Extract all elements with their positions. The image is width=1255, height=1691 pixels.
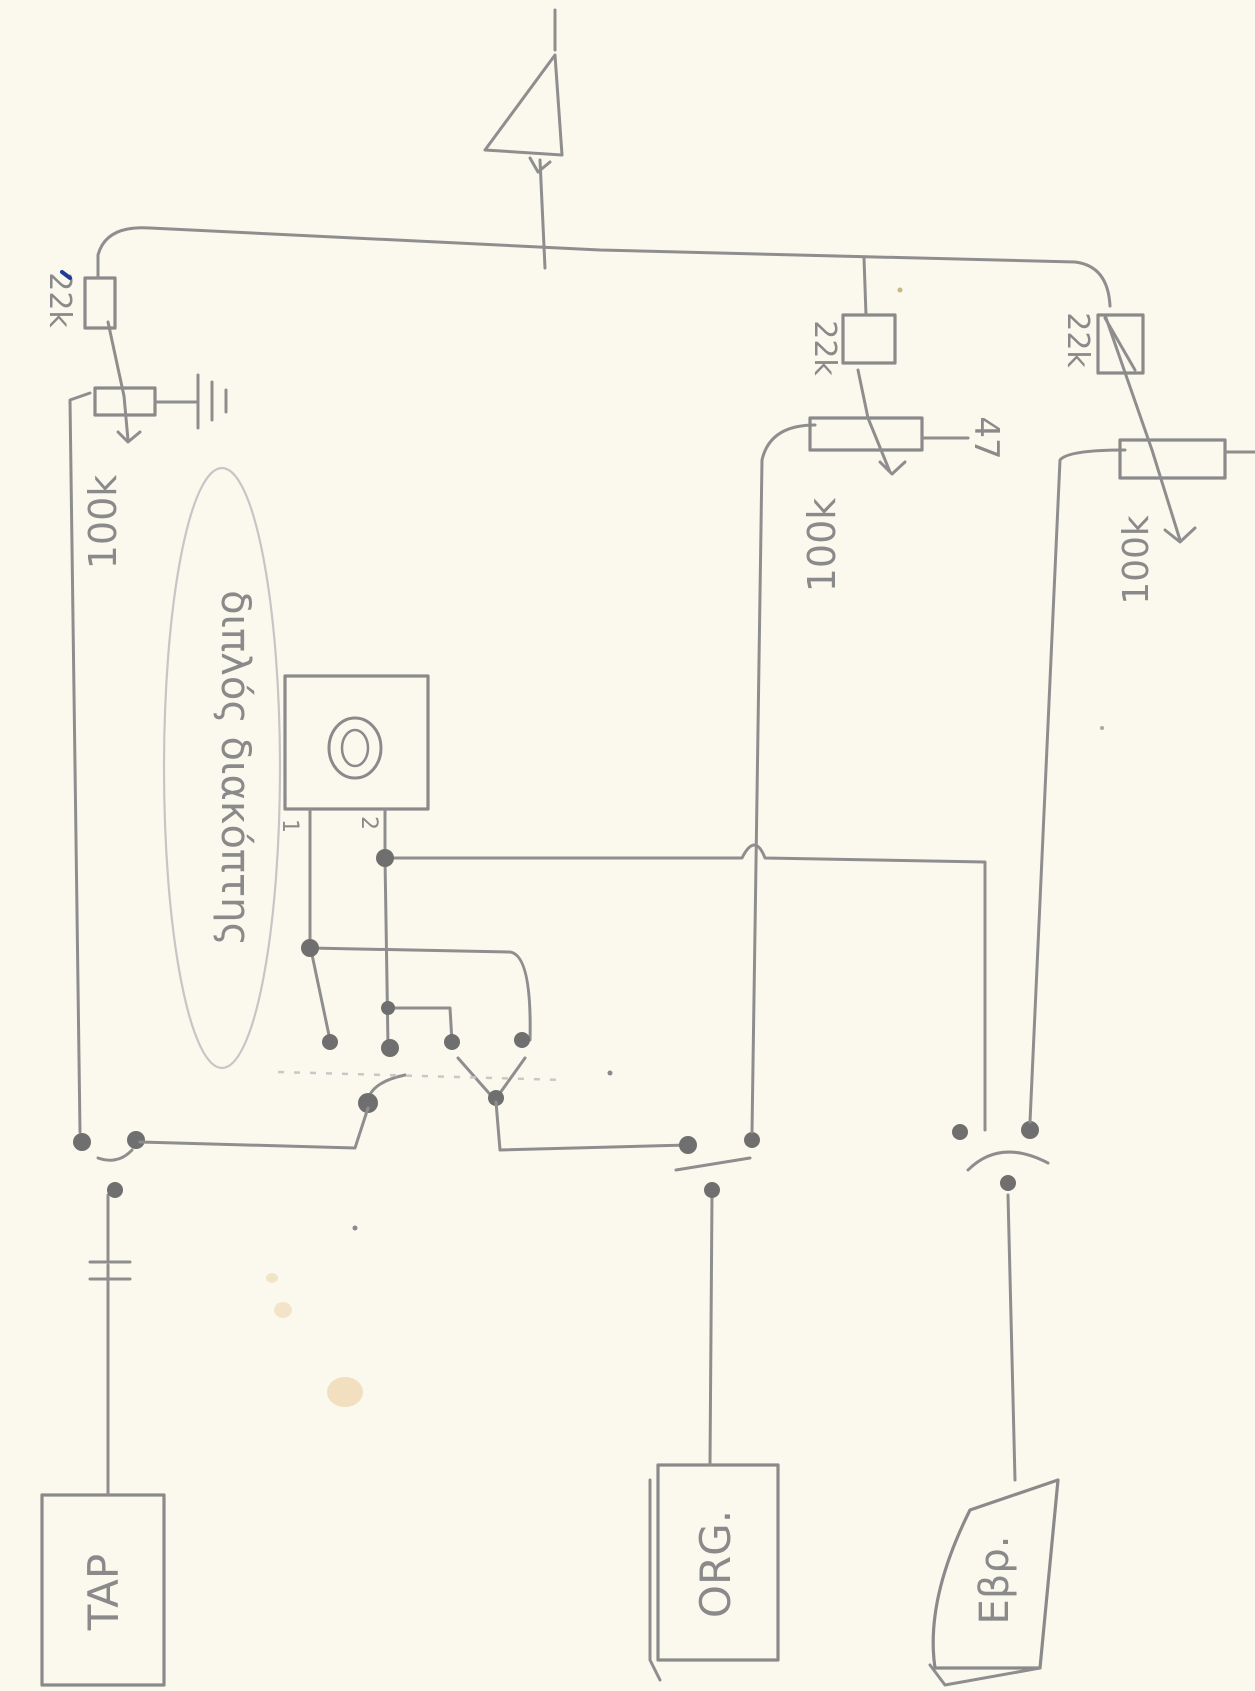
org-label: ORG. [691,1510,740,1618]
tap-switch-blade [96,1148,134,1162]
selector-pin-2: 2 [356,816,381,830]
third-source-box [931,1478,1060,1670]
selector-box [283,674,430,811]
tap-capacitor [88,1260,132,1281]
paper-stains [266,1273,363,1407]
org-cap-label: 47 [966,416,1006,459]
tap-pot-label: 100k [81,475,125,570]
note-label: διπλός διακόπτης [212,590,258,946]
tap-resistor-22k [83,276,117,330]
channel-org: ORG. 100k 47 22k [648,256,1006,1682]
channel-tap: TAP 100k 22k [40,253,228,1687]
tap-ground-icon [153,373,228,430]
output-bus-wire [96,226,1112,308]
third-switch-blade [966,1150,1050,1172]
org-pot-label: 100k [800,498,844,593]
third-resistor-label: 22k [1060,312,1095,368]
channel-third: Εβρ. 100k 22k [928,312,1255,1687]
org-resistor-22k [841,313,897,365]
selector-switch: 1 2 [277,674,430,833]
tap-source-box [40,1493,166,1687]
stray-marks [352,287,1104,1231]
tap-label: TAP [79,1554,128,1631]
third-pot-label: 100k [1116,515,1157,605]
third-switch-pivot [1000,1175,1016,1191]
third-label: Εβρ. [972,1536,1018,1625]
tap-switch-pivot [107,1182,123,1198]
selector-wiring [138,807,987,1152]
org-switch-pivot [704,1182,720,1198]
org-pot-100k [808,416,924,452]
org-switch-blade [674,1156,752,1172]
org-source-box [656,1463,780,1662]
third-pot [1118,438,1227,480]
amplifier-triangle [483,8,564,270]
org-resistor-label: 22k [807,320,842,376]
tap-resistor-label: 22k [42,272,77,328]
selector-pin-1: 1 [277,819,302,833]
third-resistor-22k [1096,313,1145,375]
ink-mark [60,270,72,280]
switch-note: διπλός διακόπτης [162,466,282,1070]
selector-knob-icon [327,716,383,780]
